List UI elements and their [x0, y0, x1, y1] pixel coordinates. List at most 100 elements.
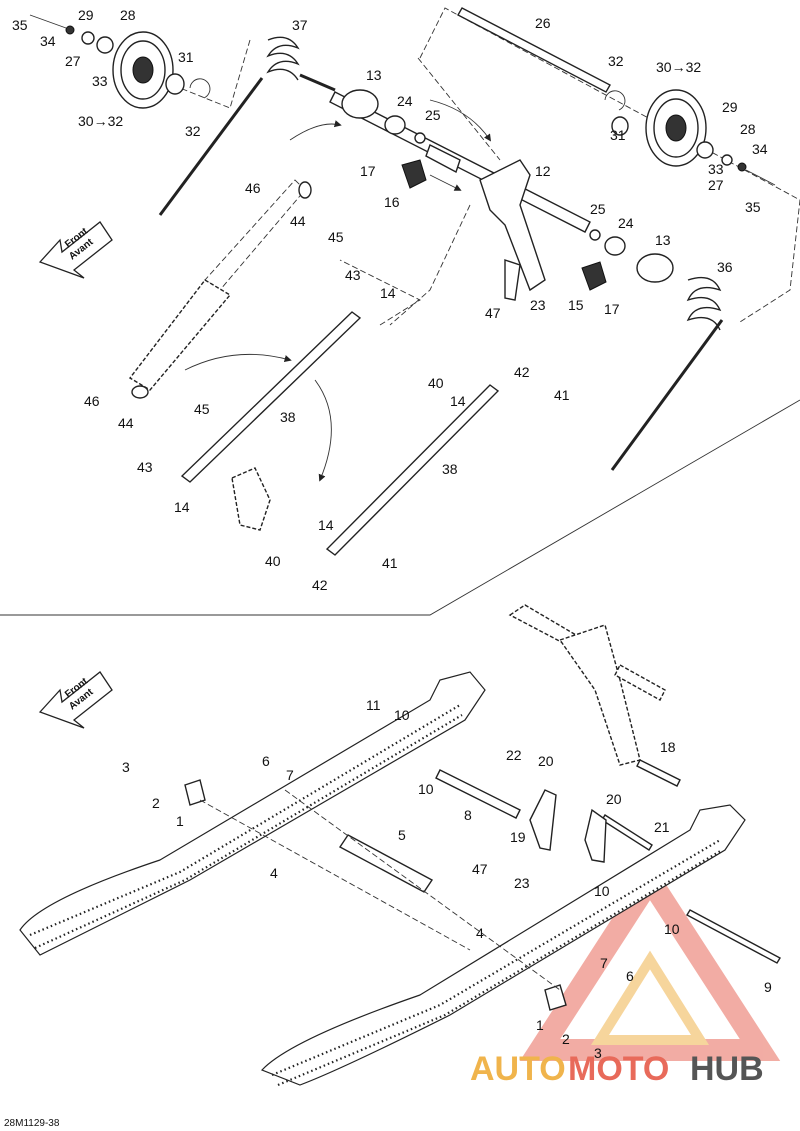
upper-callout: 31	[610, 127, 626, 143]
lower-callout: 47	[472, 861, 488, 877]
upper-callout: 13	[655, 232, 671, 248]
upper-callout: 40	[428, 375, 444, 391]
lower-callout: 4	[270, 865, 278, 881]
upper-callout: 32	[185, 123, 201, 139]
spacer-1-right	[544, 984, 567, 1011]
lower-callout: 2	[562, 1031, 570, 1047]
reference-code: 28M1129-38	[4, 1118, 60, 1129]
cross-tube-8	[435, 769, 521, 819]
upper-callout: 15	[568, 297, 584, 313]
lower-callout: 9	[764, 979, 772, 995]
lower-callout: 6	[626, 968, 634, 984]
watermark-logo	[519, 859, 781, 1061]
upper-callout: 17	[360, 163, 376, 179]
upper-callout: 34	[40, 33, 56, 49]
upper-callout: 40	[265, 553, 281, 569]
lower-callout: 4	[476, 925, 484, 941]
idler-wheel-right	[604, 89, 776, 186]
upper-callout: 46	[245, 180, 261, 196]
upper-callout: 29	[722, 99, 738, 115]
upper-callout: 30→32	[78, 113, 123, 129]
bolt-18	[636, 759, 681, 787]
upper-callout: 41	[382, 555, 398, 571]
upper-callout: 38	[442, 461, 458, 477]
bolt-21	[601, 814, 653, 851]
upper-callout: 29	[78, 7, 94, 23]
upper-callout: 28	[120, 7, 136, 23]
watermark-text-moto: MOTO	[568, 1050, 669, 1088]
lower-callout: 10	[394, 707, 410, 723]
upper-callout: 14	[174, 499, 190, 515]
lower-callout: 20	[606, 791, 622, 807]
lower-callout: 3	[594, 1045, 602, 1061]
watermark-text-auto: AUTO	[470, 1050, 566, 1088]
bolt-9	[686, 909, 781, 964]
lower-callout: 2	[152, 795, 160, 811]
upper-callout: 14	[318, 517, 334, 533]
upper-callout: 14	[380, 285, 396, 301]
lower-callout: 22	[506, 747, 522, 763]
rail-right	[260, 804, 746, 1087]
lower-callout: 21	[654, 819, 670, 835]
upper-callout: 43	[345, 267, 361, 283]
upper-callout: 28	[740, 121, 756, 137]
upper-callout: 25	[590, 201, 606, 217]
upper-callout: 26	[535, 15, 551, 31]
upper-callout: 42	[312, 577, 328, 593]
lower-callout: 7	[600, 955, 608, 971]
upper-arm-lower-view	[508, 604, 666, 766]
bracket-19-right	[584, 808, 607, 863]
upper-callout: 34	[752, 141, 768, 157]
lower-callout: 5	[398, 827, 406, 843]
upper-callout: 46	[84, 393, 100, 409]
upper-callout: 33	[708, 161, 724, 177]
cross-shaft-12	[329, 89, 674, 301]
bracket-lower	[231, 467, 271, 531]
upper-callout: 24	[397, 93, 413, 109]
lower-callout: 1	[176, 813, 184, 829]
lower-callout: 18	[660, 739, 676, 755]
front-arrow-lower: Front Avant	[38, 671, 113, 729]
upper-callout: 24	[618, 215, 634, 231]
lower-callout: 10	[664, 921, 680, 937]
section-divider	[0, 399, 800, 616]
link-rod-38-right	[325, 384, 500, 556]
lower-callout: 3	[122, 759, 130, 775]
upper-callout: 33	[92, 73, 108, 89]
upper-callout: 45	[328, 229, 344, 245]
dash-frame-upper	[419, 7, 800, 323]
upper-callout: 27	[65, 53, 81, 69]
upper-callout: 12	[535, 163, 551, 179]
shock-absorber	[128, 179, 312, 399]
upper-callout: 38	[280, 409, 296, 425]
upper-callout: 30→32	[656, 59, 701, 75]
upper-callout: 13	[366, 67, 382, 83]
stopper-block-16	[401, 159, 427, 189]
shaft-26	[457, 7, 611, 93]
bracket-19-left	[529, 789, 557, 851]
lower-callout: 10	[594, 883, 610, 899]
front-arrow-upper: Front Avant	[38, 221, 113, 279]
upper-callout: 36	[717, 259, 733, 275]
upper-callout: 35	[12, 17, 28, 33]
lower-callout: 19	[510, 829, 526, 845]
rail-left	[19, 671, 486, 956]
upper-callout: 42	[514, 364, 530, 380]
lower-callout: 11	[366, 697, 381, 713]
watermark-text-hub: HUB	[690, 1050, 764, 1088]
upper-callout: 14	[450, 393, 466, 409]
upper-callout: 44	[118, 415, 134, 431]
lower-callout: 23	[514, 875, 530, 891]
torsion-spring-36	[610, 276, 724, 471]
lower-callout: 1	[536, 1017, 544, 1033]
upper-callout: 25	[425, 107, 441, 123]
upper-callout: 27	[708, 177, 724, 193]
upper-callout: 44	[290, 213, 306, 229]
lower-callout: 8	[464, 807, 472, 823]
upper-callout: 32	[608, 53, 624, 69]
lower-callout: 20	[538, 753, 554, 769]
upper-callout: 43	[137, 459, 153, 475]
upper-callout: 41	[554, 387, 570, 403]
